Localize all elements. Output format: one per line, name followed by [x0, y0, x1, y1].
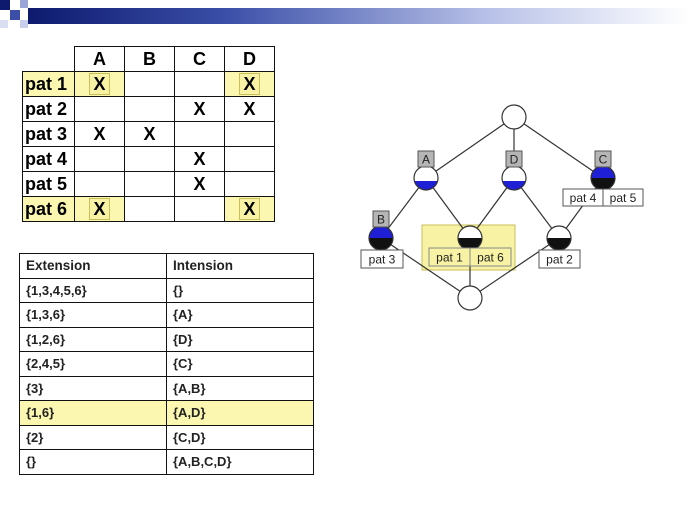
context-cell	[174, 71, 225, 97]
object-label-pat4: pat 4	[562, 188, 604, 207]
cell-mark: X	[193, 148, 206, 169]
context-cell	[124, 96, 175, 122]
context-row: pat 4 X	[22, 146, 275, 172]
context-cell: X	[74, 196, 125, 222]
object-label-pat5: pat 5	[602, 188, 644, 207]
svg-text:pat 6: pat 6	[477, 251, 504, 265]
corner-cell	[22, 46, 75, 72]
extension-cell: {3}	[19, 375, 167, 401]
cell-mark: X	[193, 173, 206, 194]
extension-cell: {}	[19, 449, 167, 475]
concept-node-c	[590, 165, 616, 191]
intension-cell: {A,D}	[166, 400, 314, 426]
cell-mark: X	[239, 72, 260, 95]
concept-row: {}{A,B,C,D}	[19, 449, 314, 475]
row-label: pat 6	[22, 196, 75, 222]
extension-cell: {1,3,4,5,6}	[19, 277, 167, 303]
context-cell	[124, 196, 175, 222]
row-label: pat 2	[22, 96, 75, 122]
intension-cell: {C}	[166, 351, 314, 377]
svg-text:A: A	[422, 153, 430, 167]
svg-text:pat 5: pat 5	[610, 191, 637, 205]
top-concept-node	[501, 104, 527, 130]
svg-text:pat 4: pat 4	[570, 191, 597, 205]
attribute-label-d: D	[505, 150, 523, 168]
context-cell	[124, 71, 175, 97]
context-cell	[174, 196, 225, 222]
cell-mark: X	[93, 123, 106, 144]
concept-table: Extension Intension {1,3,4,5,6}{}{1,3,6}…	[19, 253, 314, 475]
concept-row: {1,3,6}{A}	[19, 302, 314, 328]
cell-mark: X	[89, 72, 110, 95]
cell-mark: X	[89, 197, 110, 220]
deco-square	[0, 0, 10, 10]
svg-text:pat 1: pat 1	[436, 251, 463, 265]
context-row: pat 5 X	[22, 171, 275, 197]
svg-text:pat 3: pat 3	[369, 253, 396, 267]
context-cell: X	[224, 196, 275, 222]
object-label-pat1: pat 1	[428, 247, 471, 267]
extension-cell: {1,6}	[19, 400, 167, 426]
concept-node-d	[501, 165, 527, 191]
intension-header: Intension	[166, 253, 314, 279]
deco-square	[0, 20, 8, 28]
cell-mark: X	[243, 98, 256, 119]
header-gradient	[28, 8, 689, 24]
cell-mark: X	[143, 123, 156, 144]
row-label: pat 4	[22, 146, 75, 172]
column-header: A	[74, 46, 125, 72]
cell-mark: X	[193, 98, 206, 119]
concept-node-b	[368, 225, 394, 251]
concept-node-ad	[457, 225, 483, 251]
concept-row: {3}{A,B}	[19, 375, 314, 401]
context-row: pat 6 X X	[22, 196, 275, 222]
svg-text:B: B	[377, 213, 385, 227]
context-row: pat 1 X X	[22, 71, 275, 97]
deco-square	[20, 20, 28, 28]
context-cell	[74, 171, 125, 197]
svg-text:C: C	[599, 153, 608, 167]
lattice-edges	[380, 116, 604, 299]
concept-row: {1,6}{A,D}	[19, 400, 314, 426]
context-row: pat 2 X X	[22, 96, 275, 122]
intension-cell: {A,B,C,D}	[166, 449, 314, 475]
column-header: D	[224, 46, 275, 72]
deco-square	[10, 10, 20, 20]
decorative-header-band	[0, 0, 689, 36]
row-label: pat 5	[22, 171, 75, 197]
column-header: C	[174, 46, 225, 72]
svg-text:pat 2: pat 2	[546, 253, 573, 267]
context-cell	[74, 146, 125, 172]
cell-mark: X	[239, 197, 260, 220]
context-cell: X	[174, 171, 225, 197]
intension-cell: {C,D}	[166, 424, 314, 450]
context-cell: X	[224, 96, 275, 122]
deco-square	[20, 0, 28, 8]
concept-row: {1,3,4,5,6}{}	[19, 277, 314, 303]
context-cell: X	[174, 96, 225, 122]
concept-node-a	[413, 165, 439, 191]
bottom-concept-node	[457, 285, 483, 311]
object-label-pat2: pat 2	[538, 249, 581, 269]
context-cell: X	[74, 71, 125, 97]
concept-row: {2}{C,D}	[19, 424, 314, 450]
concept-node-cd	[546, 225, 572, 251]
intension-cell: {}	[166, 277, 314, 303]
svg-text:D: D	[510, 153, 519, 167]
row-label: pat 1	[22, 71, 75, 97]
context-cell	[124, 171, 175, 197]
attribute-label-a: A	[417, 150, 435, 168]
object-label-pat3: pat 3	[360, 249, 404, 269]
attribute-label-c: C	[594, 150, 612, 168]
attribute-label-b: B	[372, 210, 390, 228]
object-label-pat6: pat 6	[469, 247, 512, 267]
context-cell: X	[224, 71, 275, 97]
